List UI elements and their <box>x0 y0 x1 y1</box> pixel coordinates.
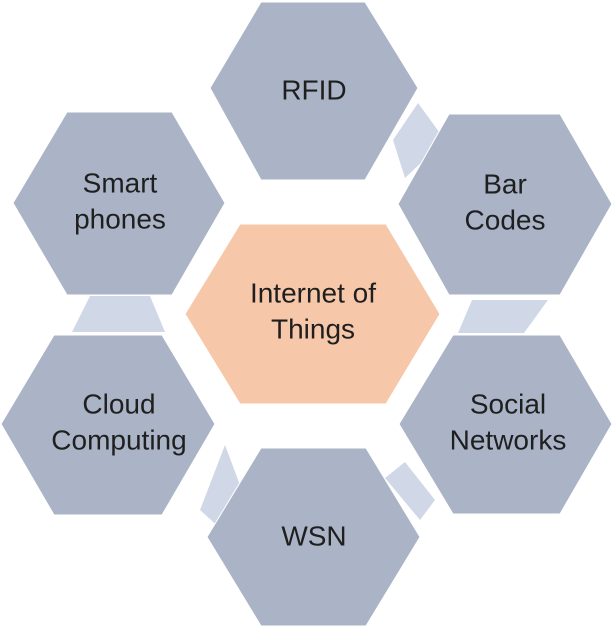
connector-rfid-barcodes <box>393 103 445 178</box>
label-cloud-computing-line-1: Cloud <box>82 388 155 419</box>
label-social-networks-line-1: Social <box>470 388 546 419</box>
connectors <box>72 103 548 530</box>
label-center-line-1: Internet of <box>250 277 376 308</box>
hex-cloud-computing-shape <box>0 334 216 516</box>
label-smart-phones-line-1: Smart <box>83 167 158 198</box>
hex-smart-phones-shape <box>12 111 226 296</box>
hex-bar-codes: Bar Codes <box>397 113 613 296</box>
label-wsn-line-1: WSN <box>281 520 346 551</box>
connector-social-wsn <box>385 462 435 520</box>
hex-social-networks-shape <box>398 334 613 515</box>
connector-barcodes-social <box>458 300 548 333</box>
label-social-networks-line-2: Networks <box>450 424 567 455</box>
hex-internet-of-things-shape <box>184 223 441 405</box>
label-bar-codes-line-1: Bar <box>483 168 527 199</box>
hex-rfid: RFID <box>209 1 419 181</box>
hex-smart-phones: Smart phones <box>12 111 226 296</box>
label-bar-codes-line-2: Codes <box>465 204 546 235</box>
hex-wsn: WSN <box>206 447 421 627</box>
hex-rfid-shape <box>209 1 419 181</box>
hex-social-networks: Social Networks <box>398 334 613 515</box>
connector-cloud-smartphones <box>72 296 165 332</box>
hex-bar-codes-shape <box>397 113 613 296</box>
hex-internet-of-things: Internet of Things <box>184 223 441 405</box>
hex-wsn-shape <box>206 447 421 627</box>
label-rfid-line-1: RFID <box>281 74 346 105</box>
label-smart-phones-line-2: phones <box>74 203 166 234</box>
hex-cloud-computing: Cloud Computing <box>0 334 216 516</box>
label-cloud-computing-line-2: Computing <box>51 424 186 455</box>
label-center-line-2: Things <box>271 313 355 344</box>
